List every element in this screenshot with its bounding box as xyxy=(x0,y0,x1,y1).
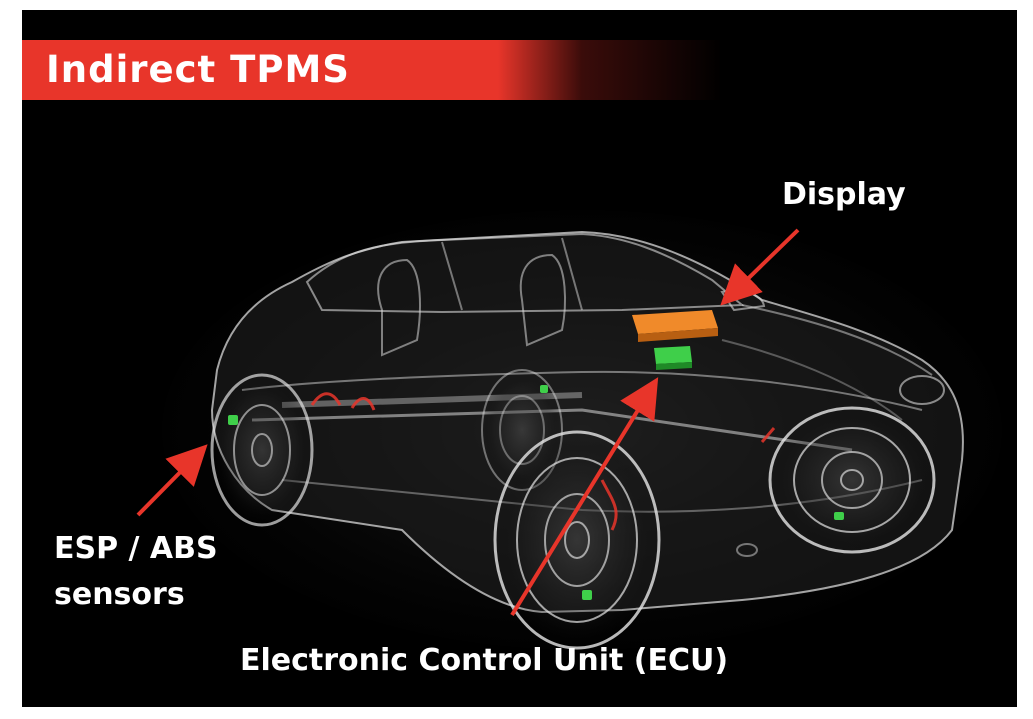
arrow-to-ecu xyxy=(510,377,659,617)
car-body xyxy=(210,230,964,614)
sensor-front-left xyxy=(582,590,592,600)
arrow-to-display xyxy=(720,228,800,306)
diagram-title: Indirect TPMS xyxy=(46,48,350,91)
title-bar xyxy=(22,40,722,100)
front-left-wheel xyxy=(493,430,661,650)
front-right-wheel xyxy=(768,406,936,554)
car-xray-illustration xyxy=(136,210,1002,650)
rear-left-wheel xyxy=(210,373,314,527)
sensors-label: sensors xyxy=(54,577,185,612)
diagram-frame: Indirect TPMS Display ESP / ABS sensors … xyxy=(22,10,1017,707)
sensor-rear-right xyxy=(540,385,548,393)
ecu-unit xyxy=(654,346,692,370)
esp-abs-label: ESP / ABS xyxy=(54,531,218,566)
sensor-cables xyxy=(310,392,776,531)
ecu-label: Electronic Control Unit (ECU) xyxy=(240,643,729,678)
sensor-rear-left xyxy=(228,415,238,425)
sensor-front-right xyxy=(834,512,844,520)
arrow-to-abs-sensor xyxy=(136,444,208,517)
display-unit xyxy=(632,310,718,342)
display-label: Display xyxy=(782,177,906,212)
